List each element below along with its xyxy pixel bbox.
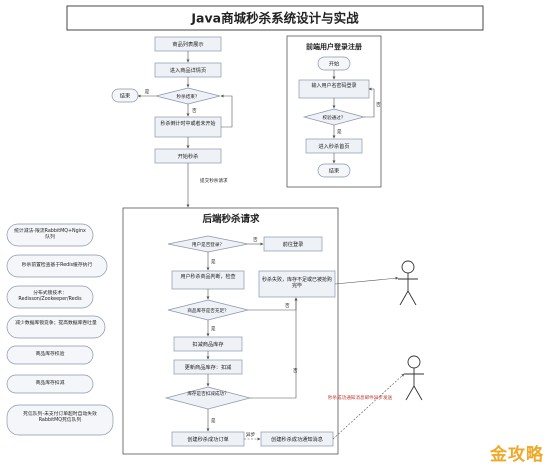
title-box: Java商城秒杀系统设计与实战 (66, 5, 484, 31)
decision-seckill-ended-label: 秒杀结束？ (177, 93, 200, 100)
label-no: 否 (192, 108, 197, 114)
label-yes-deduct: 是 (211, 418, 216, 424)
arrow-fail-to-user (334, 276, 399, 285)
node-create-order-label: 创建秒杀成功订单 (187, 435, 229, 443)
label-no-stock: 否 (285, 303, 290, 309)
sidebar-item (6, 315, 106, 339)
login-check-label: 校验通过？ (323, 114, 346, 121)
login-end (317, 163, 351, 178)
label-no-login: 否 (253, 237, 258, 243)
backend-panel-title: 后端秒杀请求 (202, 213, 260, 225)
actor-user-top (398, 260, 418, 306)
node-start-seckill-label: 开始秒杀 (178, 152, 199, 160)
node-end (111, 88, 139, 103)
sidebar-item-label: 死信队列-未支付订单超时自动失效RabbitMQ死信队列 (23, 412, 97, 423)
node-go-login-label: 前往登录 (283, 240, 304, 248)
sidebar-item-label: 商品库存扣减 (35, 381, 65, 386)
label-yes: 是 (145, 89, 150, 95)
login-yes-label: 是 (337, 129, 342, 135)
sidebar-item (6, 223, 94, 247)
sidebar-item-label: 秒杀前置检查基于Redis缓存执行 (21, 263, 93, 268)
label-submit: 提交秒杀请求 (200, 177, 228, 184)
label-yes-stock: 是 (211, 326, 216, 332)
sidebar-item-label: 统计减法-限流RabbitMQ+Nginx队列 (14, 229, 86, 240)
node-end-label: 结束 (120, 92, 130, 100)
login-input-label: 输入用户名密码登录 (311, 83, 357, 89)
loop-arrow (220, 94, 233, 128)
diagram-title: Java商城秒杀系统设计与实战 (190, 11, 359, 26)
login-end-label: 结束 (329, 167, 339, 175)
node-go-login (263, 236, 323, 252)
node-countdown-label: 秒杀倒计时中或者未开始 (160, 121, 216, 127)
label-no-deduct: 否 (293, 368, 298, 374)
node-seckill-fail-label: 秒杀失败，库存不足或已被抢购完毕 (261, 277, 332, 289)
decision-stock-enough-label: 商品库存是否充足？ (187, 307, 228, 314)
node-deduct-stock-label: 扣减商品库存 (192, 340, 223, 348)
node-product-list-label: 商品列表展示 (172, 40, 203, 48)
watermark-logo: 金攻略 (490, 445, 544, 465)
sidebar-item (6, 404, 114, 436)
login-panel-frame (286, 35, 382, 188)
backend-panel: 后端秒杀请求 用户是否登录？ 否 前往登录 是 用户秒杀商品判断，检查 商品库存… (122, 207, 339, 455)
sidebar-item (6, 374, 94, 394)
sidebar-item-label: 分布式锁技术：Redisson/Zookeeper/Redis (18, 291, 82, 302)
node-product-detail-label: 进入商品详情页 (170, 66, 206, 74)
sidebar-item (6, 285, 94, 309)
login-start-label: 开始 (329, 60, 340, 68)
label-yes-login: 是 (211, 259, 216, 265)
sidebar-item-label: 减少数据库锁竞争；提高数据库吞吐量 (15, 321, 97, 326)
decision-logged-in-label: 用户是否登录？ (192, 241, 224, 248)
node-update-stock-label: 更新商品库存：扣减 (185, 363, 233, 371)
arrow-no-deduct (250, 297, 298, 399)
main-flow: 商品列表展示 进入商品详情页 秒杀结束？ 是 结束 否 秒杀倒计时中或者未开始 … (111, 36, 233, 208)
login-no-label: 否 (376, 102, 381, 108)
node-check-user-label: 用户秒杀商品判断，检查 (180, 274, 236, 280)
login-retry-arrow (364, 87, 375, 118)
sidebar: 统计减法-限流RabbitMQ+Nginx队列 秒杀前置检查基于Redis缓存执… (6, 223, 114, 436)
sidebar-item (6, 254, 108, 278)
node-notify-msg-label: 创建秒杀成功通知消息 (271, 435, 323, 443)
sidebar-item (6, 345, 94, 365)
arrow-notify-to-user (332, 373, 405, 440)
login-panel-title: 前端用户登录注册 (306, 42, 362, 51)
login-enter-home-label: 进入秒杀首页 (318, 142, 349, 150)
node-seckill-fail (258, 270, 336, 298)
backend-panel-frame (122, 207, 339, 455)
actor-user-bottom (404, 355, 424, 401)
login-panel: 前端用户登录注册 开始 输入用户名密码登录 校验通过？ 否 是 进入秒杀首页 结… (286, 35, 382, 188)
decision-deduct-success-label: 库存是否扣减成功？ (187, 392, 229, 397)
notify-note: 秒杀成功通知消息邮件异步发送 (328, 394, 393, 401)
label-async: 异步 (246, 432, 256, 438)
sidebar-item-label: 商品库存校验 (35, 352, 65, 357)
